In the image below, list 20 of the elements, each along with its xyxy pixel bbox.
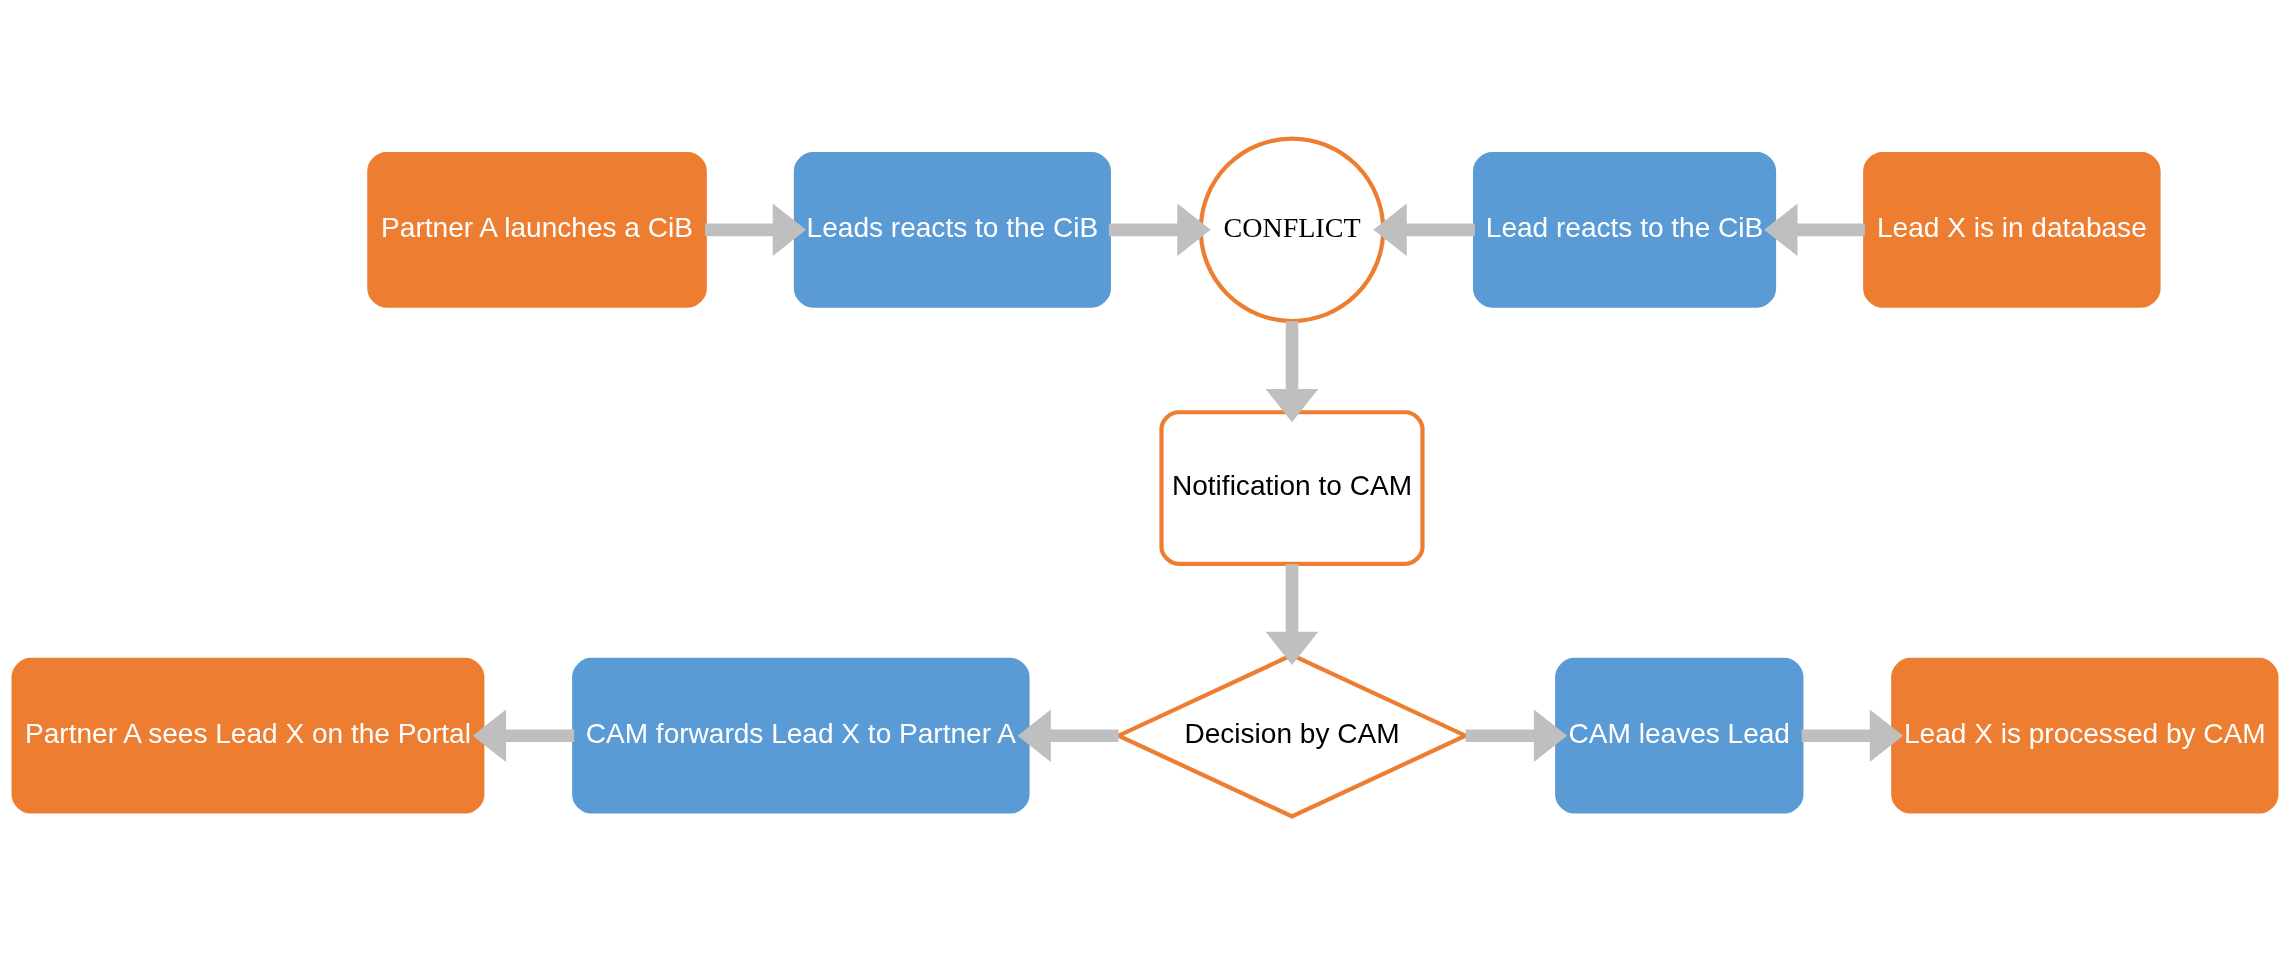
arrow	[1801, 709, 1904, 762]
arrow	[1265, 564, 1319, 666]
arrow	[1465, 709, 1568, 762]
node-box: Lead X is processed by CAM	[1891, 657, 2279, 814]
arrow	[1373, 203, 1475, 257]
node-circle: CONFLICT	[1198, 136, 1386, 324]
node-box: Partner A sees Lead X on the Portal	[11, 657, 485, 814]
node-box: Lead reacts to the CiB	[1473, 151, 1777, 308]
arrow	[1265, 321, 1319, 423]
node-box: CAM forwards Lead X to Partner A	[572, 657, 1030, 814]
arrow	[1764, 203, 1865, 257]
node-box: Partner A launches a CiB	[367, 151, 707, 308]
arrow	[704, 203, 807, 257]
arrow	[1108, 203, 1211, 257]
node-box: Lead X is in database	[1863, 151, 2161, 308]
node-box: CAM leaves Lead	[1555, 657, 1804, 814]
node-box: Notification to CAM	[1159, 410, 1425, 566]
arrow	[472, 709, 575, 762]
arrow	[1017, 709, 1119, 762]
node-box: Leads reacts to the CiB	[793, 151, 1111, 308]
